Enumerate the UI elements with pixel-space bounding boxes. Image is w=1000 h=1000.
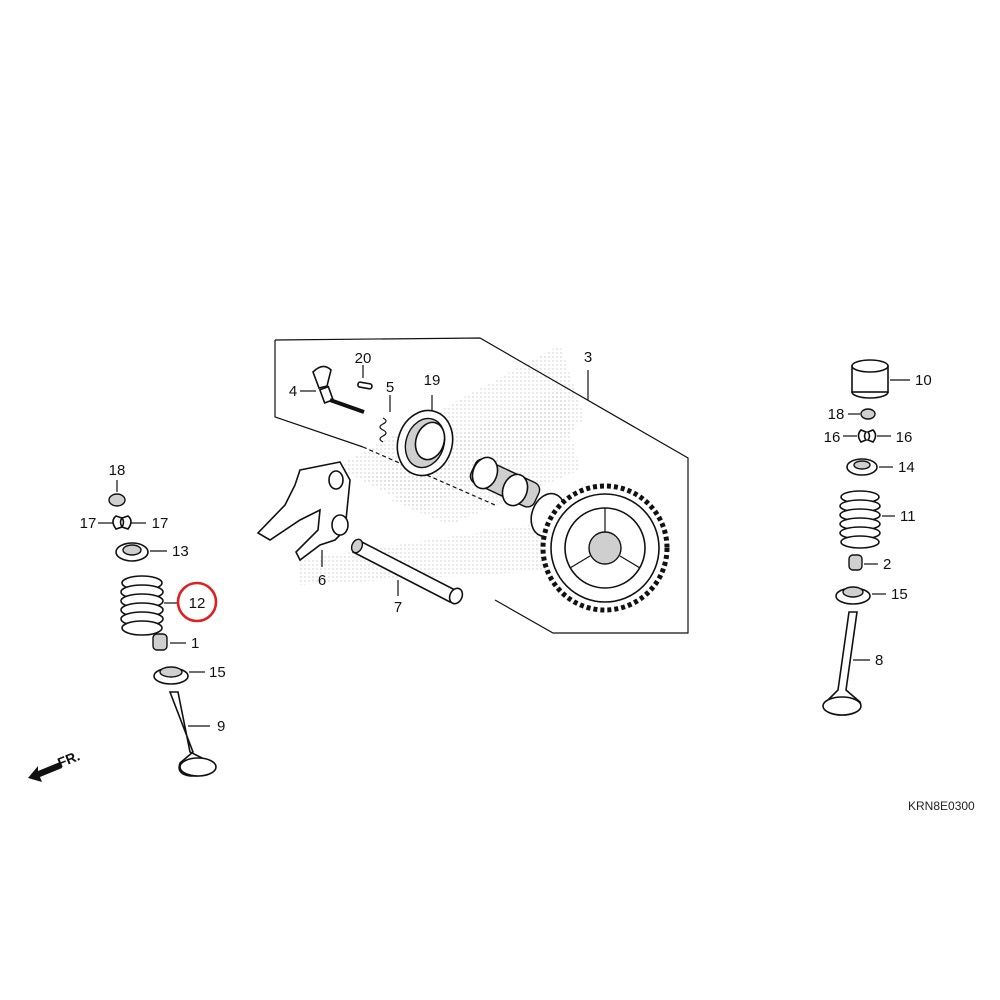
callout-11[interactable]: 11 <box>900 508 916 525</box>
part-12-valve-spring[interactable] <box>120 575 164 636</box>
callout-5[interactable]: 5 <box>386 379 394 396</box>
part-2-stem-seal[interactable] <box>848 554 863 571</box>
callout-1[interactable]: 1 <box>191 635 199 652</box>
right-valve-assembly: 10 18 16 16 14 <box>822 359 932 716</box>
callout-17-left-a[interactable]: 17 <box>80 515 97 532</box>
callout-4[interactable]: 4 <box>289 383 297 400</box>
callout-15-left[interactable]: 15 <box>209 664 226 681</box>
front-direction-indicator: FR. <box>28 747 82 782</box>
callout-17-left-b[interactable]: 17 <box>152 515 169 532</box>
callout-16-right-a[interactable]: 16 <box>824 429 841 446</box>
callout-8[interactable]: 8 <box>875 652 883 669</box>
part-14-retainer[interactable] <box>846 458 878 476</box>
callout-13[interactable]: 13 <box>172 543 189 560</box>
callout-14[interactable]: 14 <box>898 459 915 476</box>
highlight-ring-12 <box>176 581 218 623</box>
callout-20[interactable]: 20 <box>355 350 372 367</box>
part-9-valve[interactable] <box>168 691 217 777</box>
part-8-valve[interactable] <box>822 611 862 716</box>
callout-2[interactable]: 2 <box>883 556 891 573</box>
callout-18-right[interactable]: 18 <box>828 406 845 423</box>
part-10-tappet[interactable] <box>851 359 889 399</box>
callout-7[interactable]: 7 <box>394 599 402 616</box>
part-13-retainer[interactable] <box>115 542 149 562</box>
part-3-camshaft[interactable] <box>468 454 670 613</box>
part-18-left[interactable] <box>108 493 126 507</box>
part-19-bearing[interactable] <box>389 403 461 482</box>
part-1-stem-seal[interactable] <box>152 633 168 651</box>
callout-12[interactable]: 12 <box>189 595 206 612</box>
part-18-right[interactable] <box>860 408 876 420</box>
diagram-code: KRN8E0300 <box>908 799 975 813</box>
part-4-decompressor-arm[interactable] <box>312 365 365 414</box>
center-assembly: 4 20 5 19 <box>256 349 670 616</box>
callout-10[interactable]: 10 <box>915 372 932 389</box>
part-6-rocker-fork[interactable] <box>256 461 351 562</box>
callout-16-right-b[interactable]: 16 <box>896 429 913 446</box>
callout-3[interactable]: 3 <box>584 349 592 366</box>
part-11-valve-spring[interactable] <box>839 490 881 549</box>
callout-15-right[interactable]: 15 <box>891 586 908 603</box>
part-17-left[interactable] <box>112 515 132 530</box>
assembly-group-outline <box>274 337 689 634</box>
callout-19[interactable]: 19 <box>424 372 441 389</box>
part-20-pin[interactable] <box>357 381 373 390</box>
part-15-spring-seat-right[interactable] <box>835 586 871 605</box>
part-7-rocker-shaft[interactable] <box>350 538 465 606</box>
part-16-cotters[interactable] <box>857 429 877 443</box>
front-label: FR. <box>55 747 82 770</box>
left-valve-assembly: 18 17 17 13 12 <box>80 462 226 777</box>
callout-18-left[interactable]: 18 <box>109 462 126 479</box>
callout-9[interactable]: 9 <box>217 718 225 735</box>
callout-6[interactable]: 6 <box>318 572 326 589</box>
part-5-spring[interactable] <box>379 417 387 443</box>
part-15-spring-seat-left[interactable] <box>153 666 189 685</box>
